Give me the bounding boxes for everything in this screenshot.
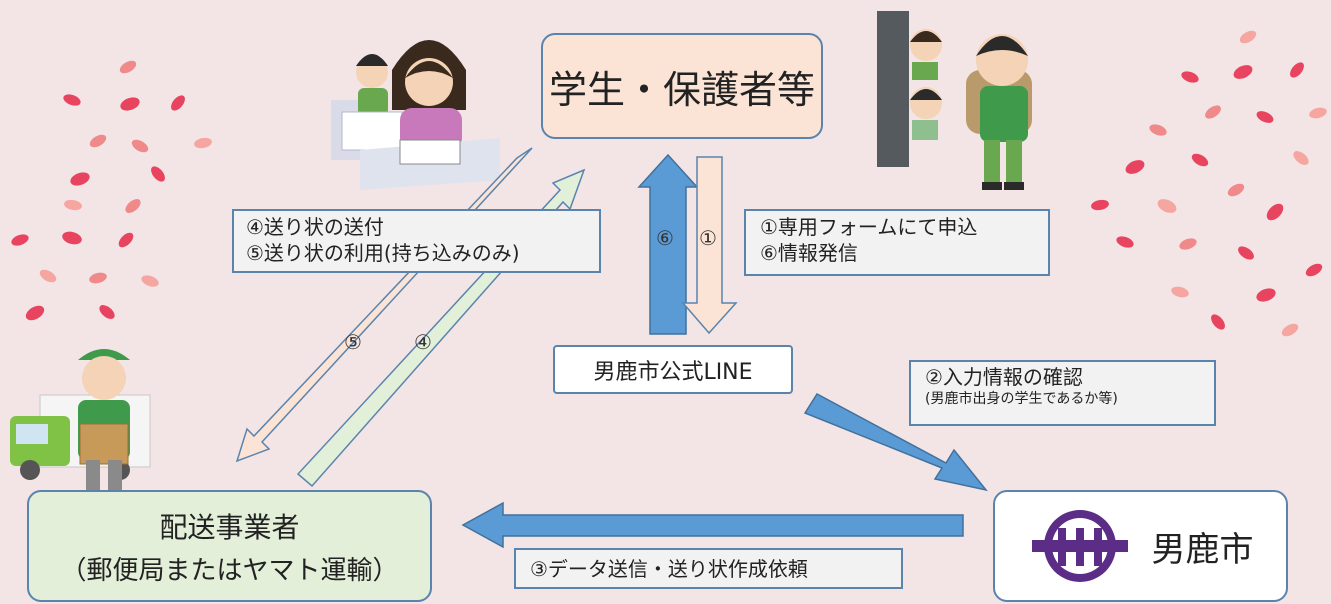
label-send-slip: ④送り状の送付 — [246, 215, 384, 239]
arrows — [235, 147, 988, 549]
arrow-down-peach — [681, 156, 738, 335]
node-students-label: 学生・保護者等 — [548, 67, 815, 112]
node-line-label: 男鹿市公式LINE — [593, 359, 753, 385]
arrow-left-blue — [461, 501, 964, 549]
label-apply-form: ①専用フォームにて申込 — [760, 215, 978, 239]
label-confirmation: ②入力情報の確認 (男鹿市出身の学生であるか等) — [909, 360, 1216, 426]
label-data-send-text: ③データ送信・送り状作成依頼 — [530, 557, 808, 581]
node-city-label: 男鹿市 — [1151, 529, 1254, 570]
arrow-number-six: ⑥ — [656, 226, 674, 250]
node-carrier-label: 配送事業者 — [159, 510, 300, 544]
node-oga-city: 男鹿市 — [993, 490, 1288, 602]
arrow-five-peach — [235, 147, 533, 463]
label-application: ①専用フォームにて申込 ⑥情報発信 — [744, 209, 1050, 276]
node-students-guardians: 学生・保護者等 — [541, 33, 823, 139]
node-carrier-sublabel: （郵便局またはヤマト運輸） — [60, 555, 399, 586]
cherry-petals-left — [11, 60, 212, 321]
label-info-release: ⑥情報発信 — [760, 241, 858, 265]
label-confirm-input: ②入力情報の確認 — [925, 365, 1083, 389]
label-data-send: ③データ送信・送り状作成依頼 — [514, 548, 903, 589]
cherry-petals-right — [1091, 30, 1327, 337]
label-confirm-note: (男鹿市出身の学生であるか等) — [925, 391, 1118, 407]
arrow-number-five: ⑤ — [344, 330, 362, 354]
boys-illustration — [877, 11, 1032, 190]
label-use-slip: ⑤送り状の利用(持ち込みのみ) — [246, 241, 520, 265]
delivery-person-illustration — [10, 349, 151, 522]
city-emblem-icon — [1031, 510, 1128, 582]
arrow-number-one: ① — [699, 226, 717, 250]
label-shipping-slip: ④送り状の送付 ⑤送り状の利用(持ち込みのみ) — [232, 209, 601, 273]
arrow-diagonal-blue — [803, 393, 988, 492]
arrow-up-blue — [637, 153, 699, 335]
node-delivery-carrier: 配送事業者 （郵便局またはヤマト運輸） — [27, 490, 432, 602]
arrow-number-four: ④ — [414, 330, 432, 354]
students-writing-illustration — [331, 40, 500, 190]
node-official-line: 男鹿市公式LINE — [553, 345, 793, 394]
